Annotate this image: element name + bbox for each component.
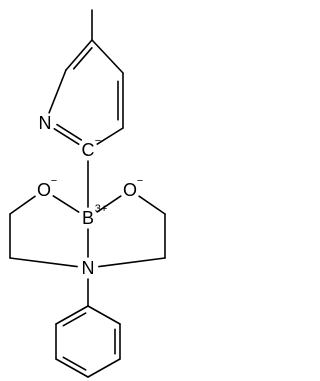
charge-label-o-left: − [51,175,57,187]
bond-CH2-right-b-N-amine [98,257,166,268]
bond-O-left-CH2-left-a [9,195,36,215]
bond-Ph-ortho-right-Ph-ipso [87,305,121,325]
bond-O-right-CH2-right-a [138,195,166,215]
bonds-layer [9,9,166,378]
bond-C2-C3 [96,127,124,145]
bond-inner-Ph-meta-left-Ph-para [62,356,87,371]
bond-inner-C5-C6 [72,46,93,70]
bond-C6-N1 [48,69,67,114]
bond-inner-N1-C2 [56,123,83,141]
bond-inner-Ph-ipso-Ph-ortho-left [62,312,87,327]
bond-Ph-para-Ph-meta-right [87,358,121,378]
atom-label-b: B [82,208,94,228]
atom-label-o-left: O [37,180,51,200]
charge-label-o-right: − [137,175,143,187]
charge-label-c2: − [95,135,101,147]
atom-label-c2: C [82,140,95,160]
bond-N1-C2 [53,128,80,145]
atom-label-o-right: O [123,180,137,200]
atom-label-n-amine: N [82,258,95,278]
bond-C4-C5 [91,39,124,74]
charge-label-b: 3+ [95,203,108,215]
bond-Ph-meta-left-Ph-para [55,358,89,378]
bond-C5-C6 [65,39,93,71]
bond-B-O-right [96,195,122,213]
bond-CH2-left-b-N-amine [9,257,78,268]
bond-B-O-left [52,195,80,213]
atom-label-n1: N [39,113,52,133]
bond-Ph-ipso-Ph-ortho-left [55,305,89,325]
